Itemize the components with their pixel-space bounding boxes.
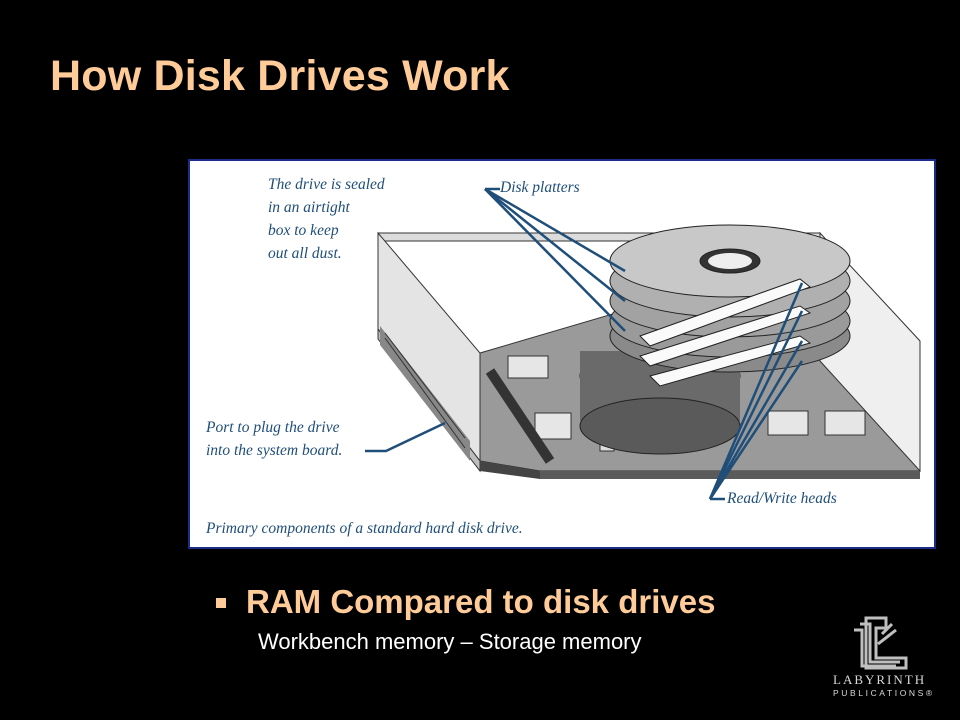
bullet-item: RAM Compared to disk drives [216, 583, 715, 621]
labyrinth-logo-icon [854, 616, 908, 670]
platter-leader-lines [484, 187, 626, 332]
logo-name: LABYRINTH [833, 672, 927, 687]
slide-title: How Disk Drives Work [50, 52, 510, 100]
label-sealed-line4: out all dust. [268, 245, 342, 262]
label-sealed-line1: The drive is sealed [268, 176, 385, 193]
port-vent [380, 326, 470, 461]
hard-disk-illustration: The drive is sealed in an airtight box t… [205, 176, 921, 537]
hard-disk-figure: The drive is sealed in an airtight box t… [188, 159, 936, 549]
sub-bullet-text: Workbench memory – Storage memory [258, 629, 642, 654]
figure-caption: Primary components of a standard hard di… [205, 520, 523, 537]
label-port-line1: Port to plug the drive [205, 419, 340, 436]
label-sealed-line3: box to keep [268, 222, 339, 239]
head-leader-lines [708, 282, 804, 501]
port-leader-line [365, 421, 446, 453]
label-heads: Read/Write heads [726, 490, 837, 507]
logo-subtitle: PUBLICATIONS® [833, 688, 935, 698]
label-platters: Disk platters [499, 179, 580, 196]
bullet-square-icon [216, 598, 226, 608]
bullet-text: RAM Compared to disk drives [246, 583, 716, 620]
label-sealed-line2: in an airtight [268, 199, 351, 216]
label-port-line2: into the system board. [206, 442, 342, 459]
disk-platters [609, 224, 851, 373]
